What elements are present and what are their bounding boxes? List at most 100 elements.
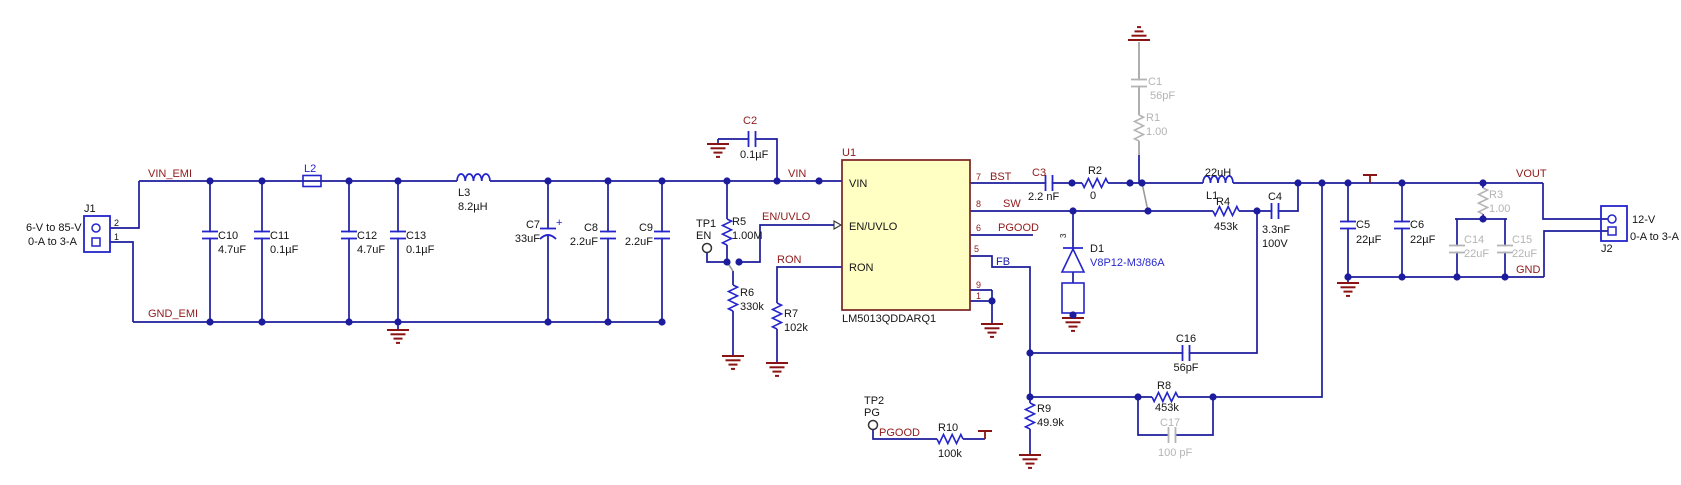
junction-dot [723, 177, 731, 185]
junction-dot [1398, 179, 1406, 187]
pin-arrow-icon [833, 220, 843, 230]
label-c11: C11 [270, 230, 289, 242]
junction-dot [1138, 179, 1146, 187]
junction-dot [1069, 207, 1077, 215]
label-lm5013qddarq1: LM5013QDDARQ1 [842, 313, 936, 325]
resistor-R6 [726, 284, 740, 312]
connector-pin-square-J1 [91, 237, 101, 247]
label-33uf: 33uF [515, 233, 540, 245]
label-1: 1 [114, 232, 119, 242]
label-49-9k: 49.9k [1037, 417, 1064, 429]
label-c17: C17 [1160, 417, 1180, 429]
label-c3: C3 [1032, 167, 1046, 179]
label-5: 5 [974, 244, 979, 254]
label--: + [556, 217, 562, 229]
label-r10: R10 [938, 422, 958, 434]
label-r4: R4 [1216, 196, 1230, 208]
junction-dot [1294, 179, 1302, 187]
label-fb: FB [996, 256, 1010, 268]
label-u1: U1 [842, 147, 856, 159]
label-1: 1 [976, 291, 981, 301]
junction-dot [544, 177, 552, 185]
label-c7: C7 [526, 219, 540, 231]
junction-dot [1344, 273, 1352, 281]
mask [1183, 344, 1189, 362]
wire [1030, 211, 1258, 354]
label-8-2-h: 8.2µH [458, 201, 488, 213]
junction-dot [1479, 179, 1487, 187]
junction-dot [1479, 215, 1487, 223]
label-sw: SW [1003, 198, 1021, 210]
label-100-pf: 100 pF [1158, 447, 1193, 459]
label-pgood: PGOOD [879, 427, 920, 439]
label-0-1-f: 0.1µF [270, 244, 299, 256]
label-3-3nf: 3.3nF [1262, 224, 1290, 236]
label-7: 7 [976, 172, 981, 182]
resistor-R7 [770, 302, 784, 330]
junction-dot [658, 318, 666, 326]
label-22uf: 22uF [1512, 248, 1537, 260]
label-j2: J2 [1601, 243, 1613, 255]
label-c8: C8 [584, 222, 598, 234]
label-453k: 453k [1214, 221, 1238, 233]
wire [718, 138, 778, 181]
connector-J1 [83, 215, 111, 253]
inductor-L1 [1202, 175, 1234, 184]
junction-dot [1068, 179, 1076, 187]
label-vin-emi: VIN_EMI [148, 168, 192, 180]
junction-dot [1209, 393, 1217, 401]
resistor-R2 [1081, 176, 1109, 190]
label-d1: D1 [1090, 243, 1104, 255]
label-0-a-to-3-a: 0-A to 3-A [1630, 231, 1680, 243]
junction-dot [1253, 207, 1261, 215]
label-r9: R9 [1037, 403, 1051, 415]
wire [110, 181, 140, 229]
label-vin: VIN [849, 178, 867, 190]
wire [739, 224, 834, 263]
junction-dot [1026, 349, 1034, 357]
label-c9: C9 [639, 222, 653, 234]
mask [1130, 80, 1148, 86]
label-3: 3 [1059, 233, 1068, 238]
junction-dot [1318, 179, 1326, 187]
label-en-uvlo: EN/UVLO [762, 211, 811, 223]
connector-pin-square-J2 [1607, 226, 1617, 236]
resistor-R3 [1476, 187, 1490, 215]
label-vin: VIN [788, 168, 806, 180]
junction-dot [988, 297, 996, 305]
connector-J2 [1600, 205, 1628, 242]
label-1-00: 1.00 [1146, 126, 1167, 138]
label-c10: C10 [218, 230, 238, 242]
label-22uh: 22uH [1205, 167, 1231, 179]
junction-dot [1453, 273, 1461, 281]
label-22-f: 22µF [1410, 234, 1436, 246]
label-0: 0 [1090, 190, 1096, 202]
mask [1393, 222, 1411, 228]
label-56pf: 56pF [1173, 362, 1198, 374]
label-j1: J1 [84, 203, 96, 215]
capacitor-C7 [539, 234, 557, 240]
junction-dot [544, 318, 552, 326]
label-gnd: GND [1516, 264, 1541, 276]
label-8: 8 [976, 199, 981, 209]
mask [599, 232, 617, 238]
label-4-7uf: 4.7uF [218, 244, 246, 256]
mask [1448, 246, 1466, 252]
junction-dot [394, 318, 402, 326]
resistor-R1 [1132, 114, 1146, 142]
mask [749, 130, 755, 148]
mask [253, 232, 271, 238]
resistor-R9 [1023, 402, 1037, 430]
label-1-00: 1.00 [1489, 203, 1510, 215]
label-gnd-emi: GND_EMI [148, 308, 198, 320]
junction-dot [1134, 393, 1142, 401]
label-pgood: PGOOD [998, 222, 1039, 234]
label-bst: BST [990, 171, 1012, 183]
mask [1046, 174, 1052, 192]
label-2: 2 [114, 218, 119, 228]
diode-body-D1 [1061, 282, 1085, 314]
net-tie-wire [1141, 182, 1149, 212]
label-c1: C1 [1148, 76, 1162, 88]
mask [1339, 222, 1357, 228]
